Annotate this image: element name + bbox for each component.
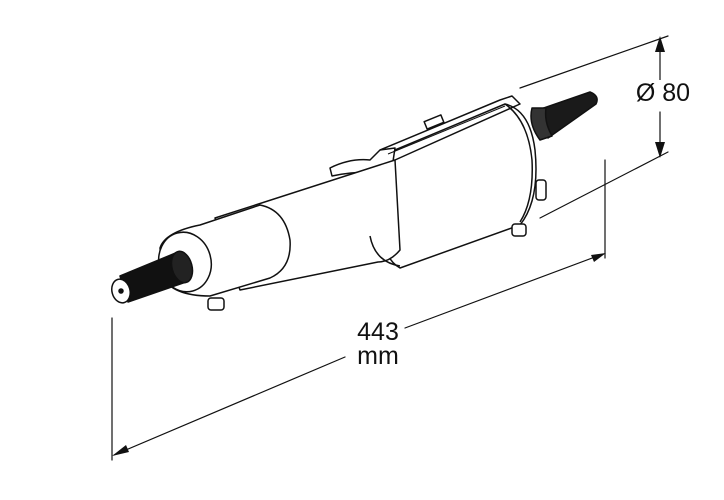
diameter-extension-bottom: [539, 151, 669, 219]
motor-housing: [378, 103, 537, 269]
length-unit: mm: [357, 342, 399, 370]
bottom-fitting: [511, 223, 527, 237]
arrowhead-icon: [112, 445, 129, 456]
arrowhead-icon: [655, 142, 665, 158]
front-fitting: [207, 297, 225, 311]
arrowhead-icon: [655, 36, 665, 52]
length-value: 443: [357, 318, 399, 346]
arrowhead-icon: [591, 253, 606, 262]
grinder-tool: [111, 91, 598, 311]
diameter-label: Ø 80: [633, 80, 693, 106]
length-label: 443 mm: [348, 318, 408, 370]
diameter-extension-top: [519, 35, 669, 89]
length-dimension-line: [113, 356, 346, 456]
